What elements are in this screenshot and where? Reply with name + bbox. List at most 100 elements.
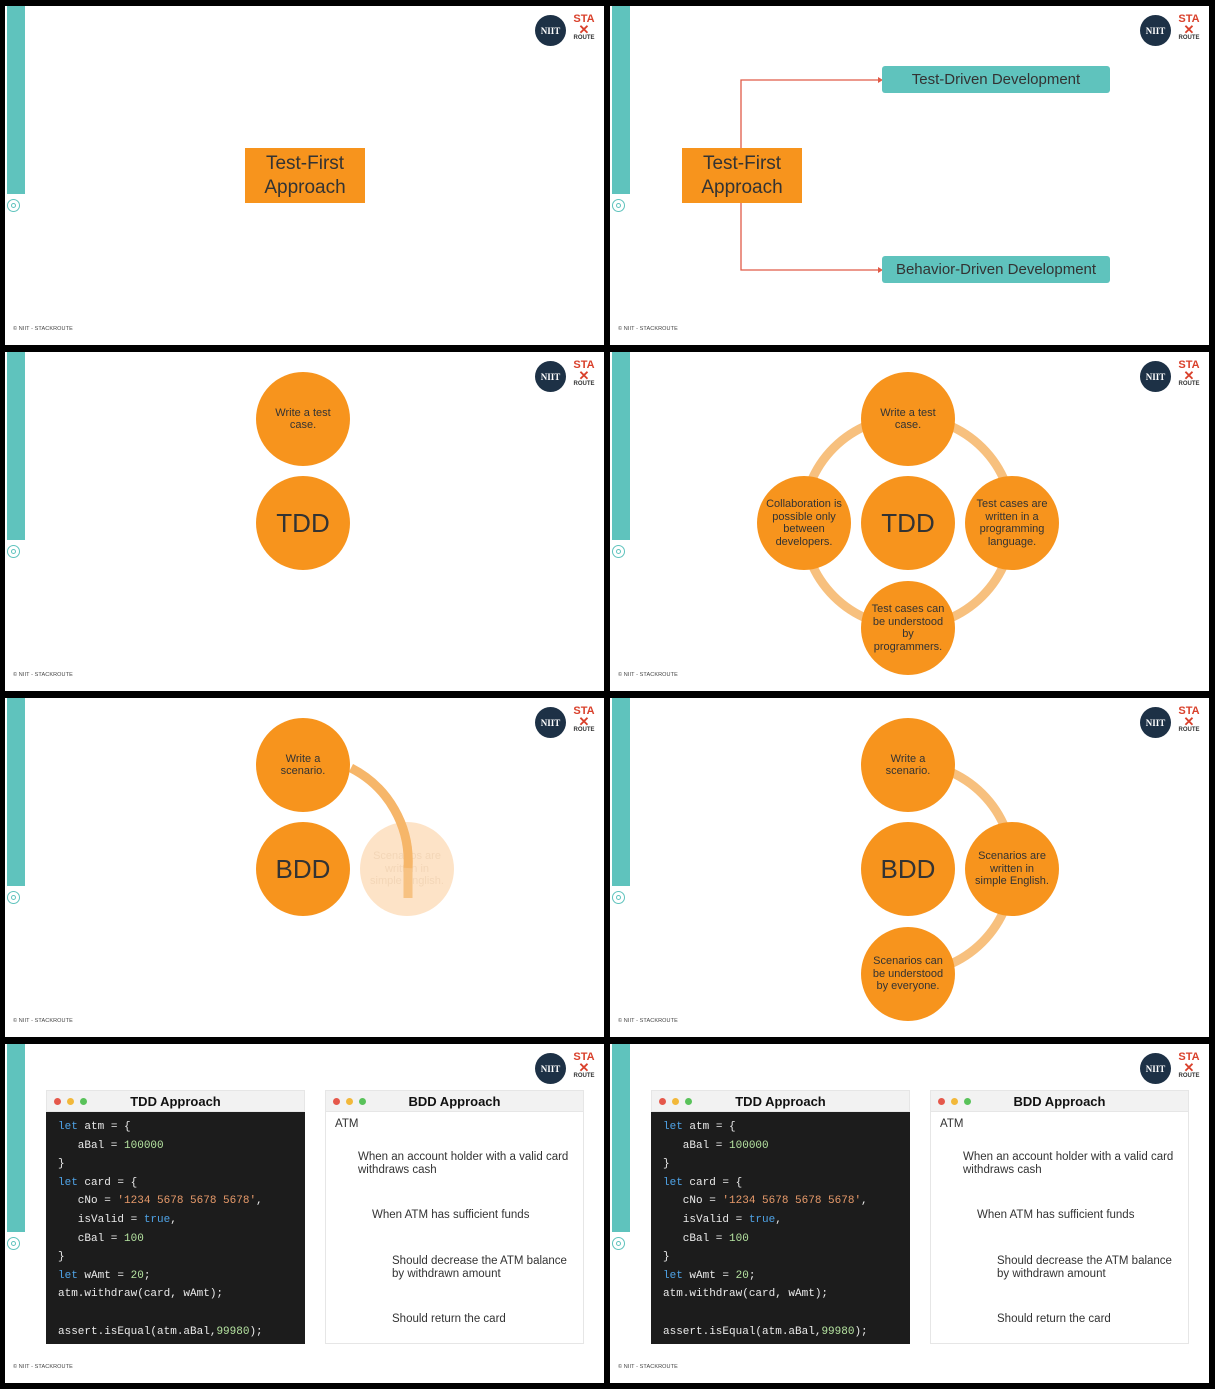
slide-3: NIIT STA✕ROUTE Write a test case. TDD © … — [5, 352, 604, 691]
scenario-when1: When an account holder with a valid card… — [963, 1151, 1174, 1176]
slide-4: NIIT STA✕ROUTE Write a test case. Collab… — [610, 352, 1209, 691]
bdd-circle: BDD — [861, 822, 955, 916]
connector-lines — [740, 77, 883, 273]
footer: © NIIT - STACKROUTE — [618, 326, 678, 332]
programmers-circle: Test cases can be understood by programm… — [861, 581, 955, 675]
accent-stripe — [612, 698, 630, 886]
close-dot-icon — [659, 1098, 666, 1105]
tdd-code-panel: TDD Approach let atm = { aBal = 100000 }… — [46, 1090, 305, 1344]
target-icon — [7, 545, 20, 558]
window-titlebar: BDD Approach — [325, 1090, 584, 1112]
niit-logo: NIIT — [1140, 361, 1171, 392]
panel-title: TDD Approach — [735, 1094, 826, 1109]
everyone-circle: Scenarios can be understood by everyone. — [861, 927, 955, 1021]
bdd-scenario: ATM When an account holder with a valid … — [930, 1112, 1189, 1344]
footer: © NIIT - STACKROUTE — [13, 1364, 73, 1370]
window-titlebar: BDD Approach — [930, 1090, 1189, 1112]
bdd-circle: BDD — [256, 822, 350, 916]
feature-label: ATM — [940, 1118, 964, 1130]
maximize-dot-icon — [964, 1098, 971, 1105]
slide-6: NIIT STA✕ROUTE Write a scenario. BDD Sce… — [610, 698, 1209, 1037]
write-test-circle: Write a test case. — [861, 372, 955, 466]
niit-logo: NIIT — [1140, 707, 1171, 738]
scenario-when2: When ATM has sufficient funds — [372, 1209, 530, 1221]
niit-logo: NIIT — [535, 361, 566, 392]
bdd-panel: BDD Approach ATM When an account holder … — [930, 1090, 1189, 1344]
target-icon — [612, 199, 625, 212]
bdd-scenario: ATM When an account holder with a valid … — [325, 1112, 584, 1344]
test-first-box: Test-First Approach — [245, 148, 365, 203]
footer: © NIIT - STACKROUTE — [13, 1018, 73, 1024]
scenario-when1: When an account holder with a valid card… — [358, 1151, 569, 1176]
footer: © NIIT - STACKROUTE — [13, 326, 73, 332]
target-icon — [612, 545, 625, 558]
scenario-should1: Should decrease the ATM balance by withd… — [997, 1255, 1172, 1280]
maximize-dot-icon — [359, 1098, 366, 1105]
accent-stripe — [7, 6, 25, 194]
accent-stripe — [612, 352, 630, 540]
stackroute-logo: STA✕ROUTE — [1178, 1051, 1200, 1080]
tdd-box: Test-Driven Development — [882, 66, 1110, 93]
tdd-circle: TDD — [256, 476, 350, 570]
accent-stripe — [7, 698, 25, 886]
accent-stripe — [612, 6, 630, 194]
slide-8: NIIT STA✕ROUTE TDD Approach let atm = { … — [610, 1044, 1209, 1383]
stackroute-logo: STA✕ROUTE — [573, 13, 595, 42]
footer: © NIIT - STACKROUTE — [13, 672, 73, 678]
panel-title: TDD Approach — [130, 1094, 221, 1109]
tdd-circle: TDD — [861, 476, 955, 570]
target-icon — [7, 199, 20, 212]
scenario-should1: Should decrease the ATM balance by withd… — [392, 1255, 567, 1280]
footer: © NIIT - STACKROUTE — [618, 672, 678, 678]
bdd-box: Behavior-Driven Development — [882, 256, 1110, 283]
close-dot-icon — [938, 1098, 945, 1105]
niit-logo: NIIT — [535, 15, 566, 46]
niit-logo: NIIT — [535, 1053, 566, 1084]
feature-label: ATM — [335, 1118, 359, 1130]
slide-2: NIIT STA✕ROUTE Test-First Approach Test-… — [610, 6, 1209, 345]
programming-language-circle: Test cases are written in a programming … — [965, 476, 1059, 570]
write-test-circle: Write a test case. — [256, 372, 350, 466]
panel-title: BDD Approach — [408, 1094, 501, 1109]
close-dot-icon — [333, 1098, 340, 1105]
slide-5: NIIT STA✕ROUTE Scenarios are written in … — [5, 698, 604, 1037]
scenario-should2: Should return the card — [997, 1313, 1111, 1325]
accent-stripe — [7, 1044, 25, 1232]
write-scenario-circle: Write a scenario. — [861, 718, 955, 812]
target-icon — [612, 1237, 625, 1250]
stackroute-logo: STA✕ROUTE — [573, 359, 595, 388]
simple-english-circle: Scenarios are written in simple English. — [965, 822, 1059, 916]
stackroute-logo: STA✕ROUTE — [1178, 13, 1200, 42]
test-first-box: Test-First Approach — [682, 148, 802, 203]
close-dot-icon — [54, 1098, 61, 1105]
stackroute-logo: STA✕ROUTE — [573, 1051, 595, 1080]
footer: © NIIT - STACKROUTE — [618, 1018, 678, 1024]
scenario-should2: Should return the card — [392, 1313, 506, 1325]
stackroute-logo: STA✕ROUTE — [573, 705, 595, 734]
slide-7: NIIT STA✕ROUTE TDD Approach let atm = { … — [5, 1044, 604, 1383]
niit-logo: NIIT — [1140, 1053, 1171, 1084]
slide-1: NIIT STA✕ROUTE Test-First Approach © NII… — [5, 6, 604, 345]
stackroute-logo: STA✕ROUTE — [1178, 705, 1200, 734]
stackroute-logo: STA✕ROUTE — [1178, 359, 1200, 388]
tdd-code-panel: TDD Approach let atm = { aBal = 100000 }… — [651, 1090, 910, 1344]
write-scenario-circle: Write a scenario. — [256, 718, 350, 812]
panel-title: BDD Approach — [1013, 1094, 1106, 1109]
accent-stripe — [7, 352, 25, 540]
maximize-dot-icon — [80, 1098, 87, 1105]
niit-logo: NIIT — [535, 707, 566, 738]
collaboration-circle: Collaboration is possible only between d… — [757, 476, 851, 570]
window-titlebar: TDD Approach — [46, 1090, 305, 1112]
scenario-when2: When ATM has sufficient funds — [977, 1209, 1135, 1221]
code-block: let atm = { aBal = 100000 } let card = {… — [651, 1112, 910, 1344]
code-block: let atm = { aBal = 100000 } let card = {… — [46, 1112, 305, 1344]
minimize-dot-icon — [951, 1098, 958, 1105]
niit-logo: NIIT — [1140, 15, 1171, 46]
window-titlebar: TDD Approach — [651, 1090, 910, 1112]
minimize-dot-icon — [346, 1098, 353, 1105]
footer: © NIIT - STACKROUTE — [618, 1364, 678, 1370]
arc-connector — [348, 763, 413, 898]
target-icon — [7, 1237, 20, 1250]
maximize-dot-icon — [685, 1098, 692, 1105]
target-icon — [7, 891, 20, 904]
